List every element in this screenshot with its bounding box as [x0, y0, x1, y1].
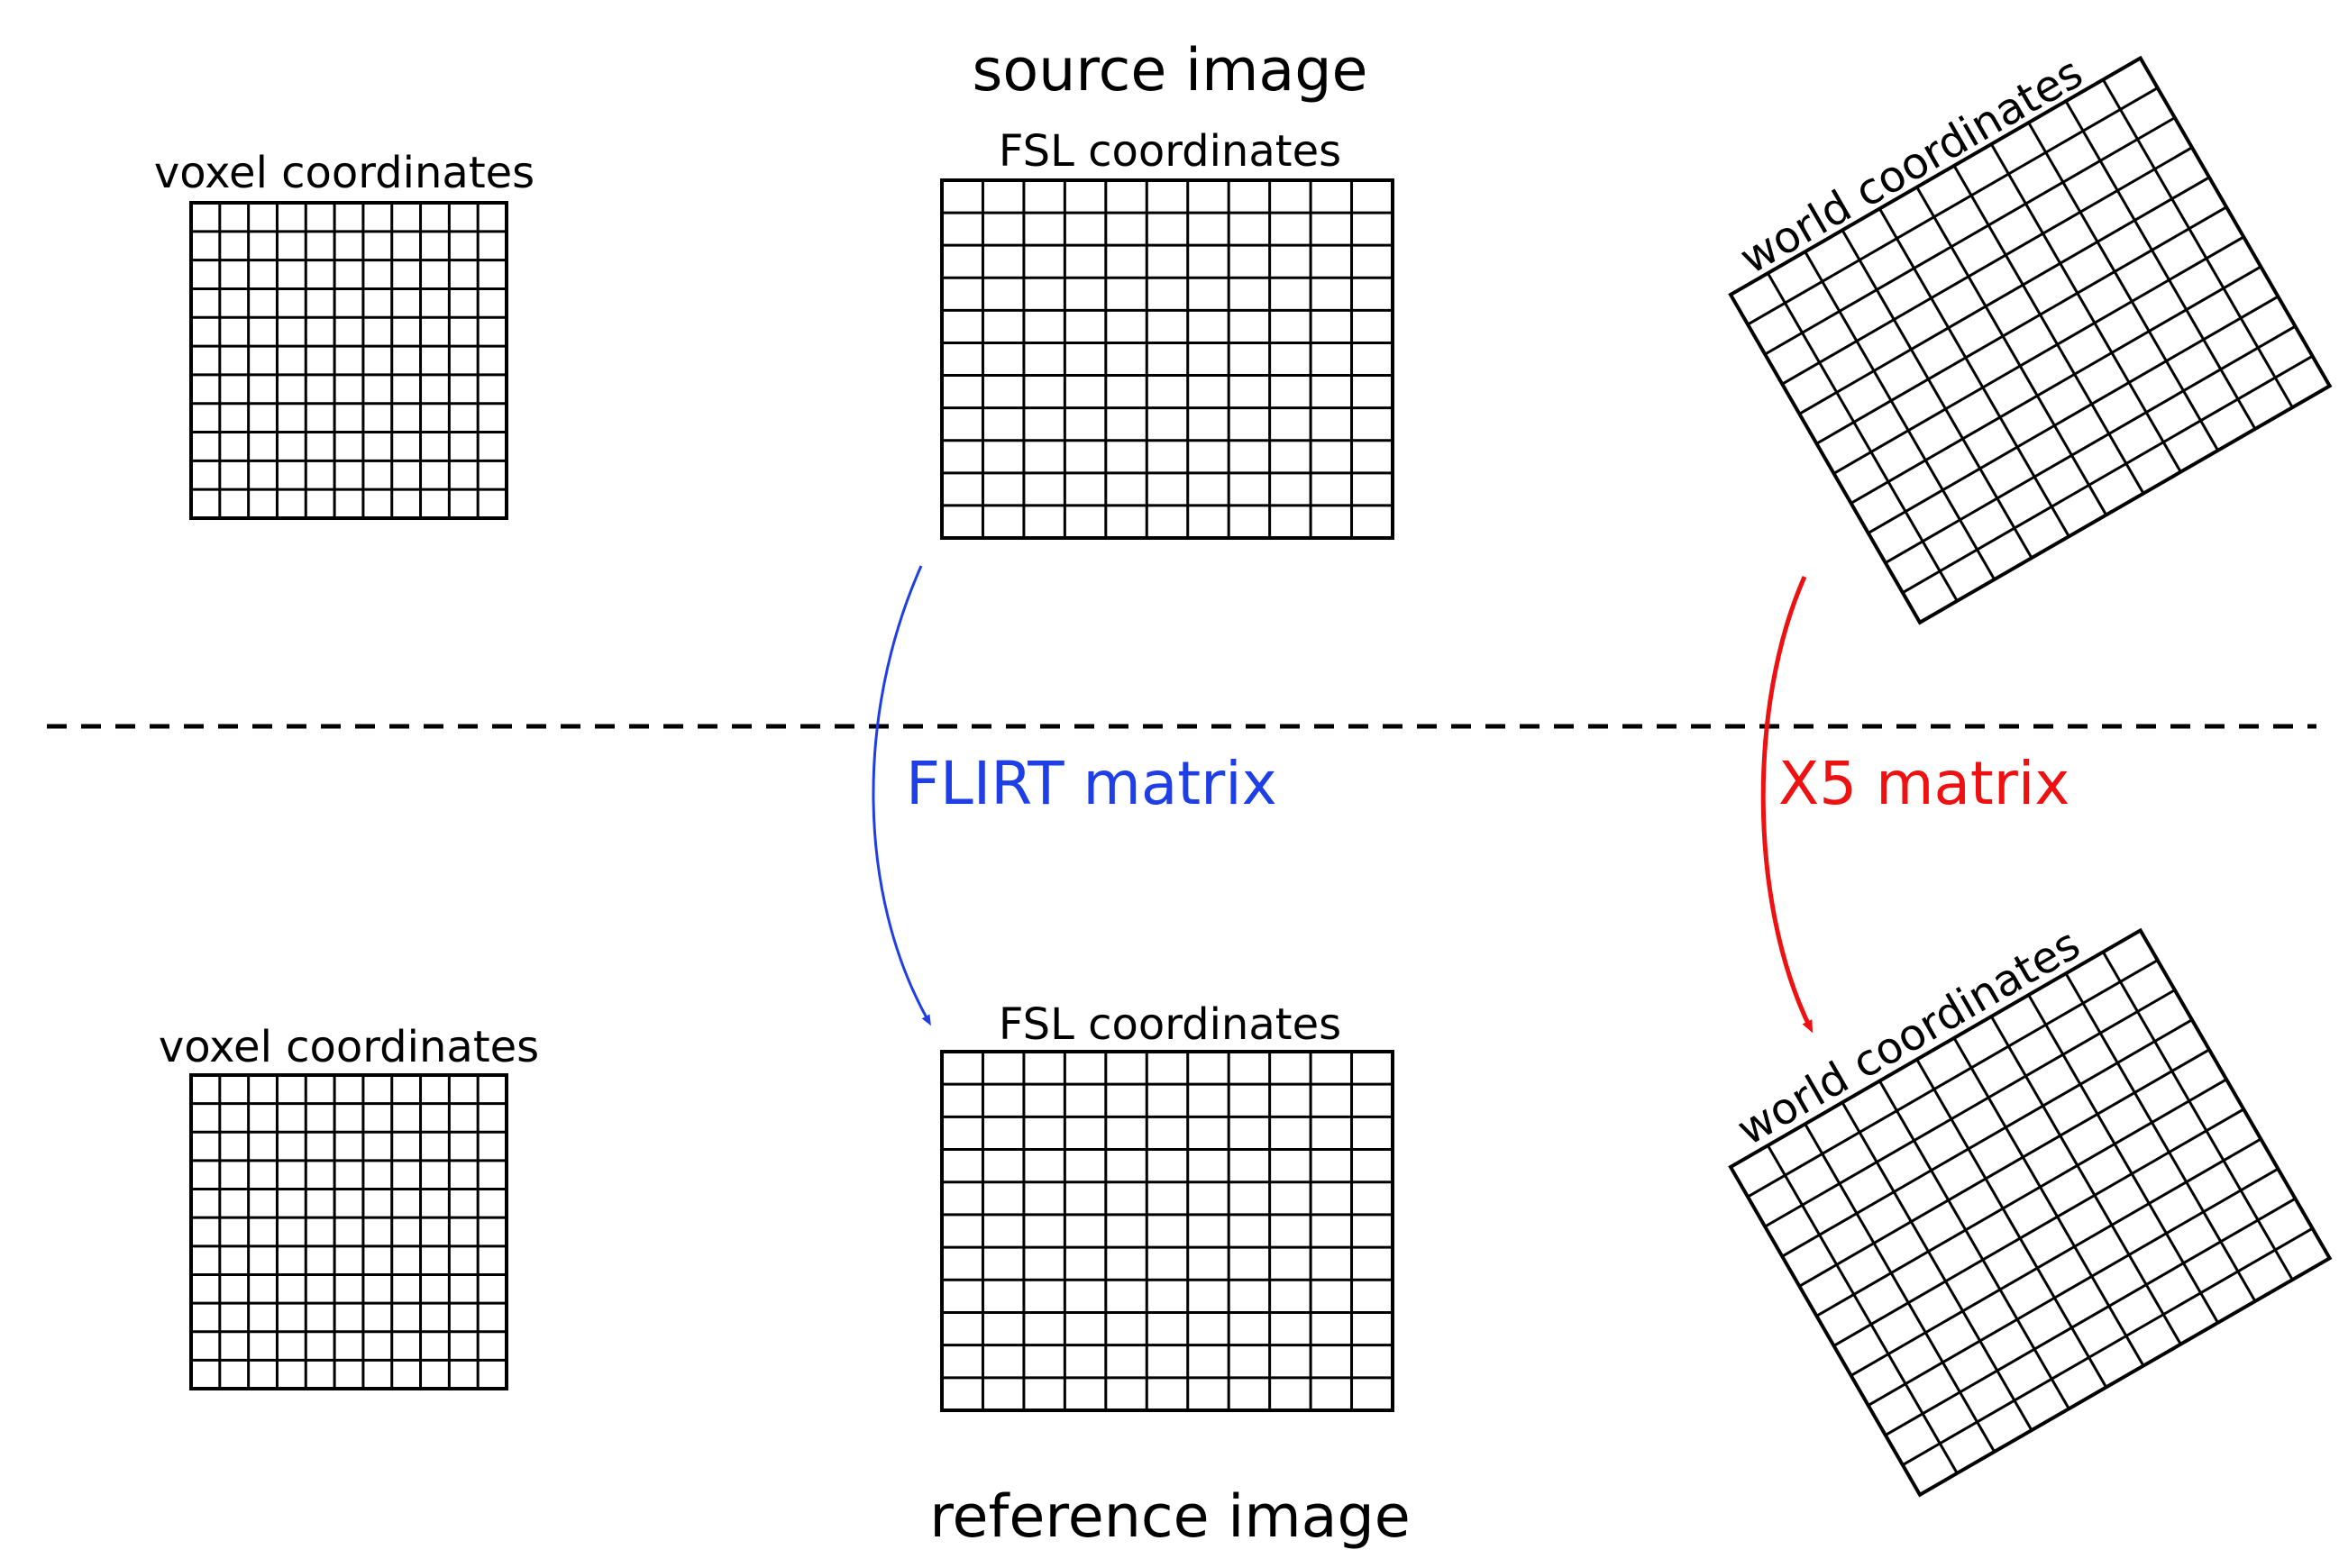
grid-line-vertical — [1990, 143, 2182, 473]
grid-line-vertical — [2102, 78, 2294, 408]
grid-line-horizontal — [1747, 959, 2159, 1199]
grid-line-horizontal — [1798, 176, 2210, 415]
reference-fsl-grid — [940, 1050, 1394, 1412]
source-fsl-label: FSL coordinates — [999, 126, 1341, 177]
grid-line-horizontal — [1850, 265, 2262, 505]
grid-line-vertical — [2102, 951, 2294, 1281]
grid-line-horizontal — [1902, 1226, 2314, 1466]
grid-border — [1728, 927, 2333, 1498]
grid-line-vertical — [1767, 1144, 1959, 1474]
source-voxel-label: voxel coordinates — [154, 148, 534, 198]
reference-world-grid — [1728, 927, 2333, 1498]
grid-line-horizontal — [1885, 1197, 2297, 1436]
grid-line-horizontal — [1747, 87, 2159, 326]
grid-border — [1728, 55, 2333, 625]
grid-line-vertical — [2064, 972, 2257, 1302]
grid-line-horizontal — [1764, 116, 2176, 356]
x5-arrow — [1760, 575, 1814, 1034]
grid-line-horizontal — [1850, 1137, 2262, 1377]
reference-image-title: reference image — [929, 1483, 1411, 1551]
reference-voxel-grid — [189, 1073, 508, 1390]
grid-border — [940, 178, 1394, 540]
grid-line-vertical — [2027, 122, 2219, 451]
grid-line-vertical — [1841, 1101, 2033, 1431]
grid-line-vertical — [1915, 186, 2107, 516]
grid-line-horizontal — [1867, 1167, 2280, 1407]
source-fsl-grid — [940, 178, 1394, 540]
grid-line-vertical — [1952, 1037, 2145, 1367]
grid-line-horizontal — [1867, 295, 2280, 534]
grid-line-vertical — [1841, 229, 2033, 559]
flirt-matrix-label: FLIRT matrix — [906, 749, 1277, 818]
grid-line-horizontal — [1815, 1078, 2227, 1317]
grid-line-horizontal — [1902, 354, 2314, 594]
grid-line-horizontal — [1832, 235, 2244, 475]
source-world-grid — [1728, 55, 2333, 625]
source-voxel-grid — [189, 201, 508, 520]
grid-line-horizontal — [1885, 324, 2297, 564]
grid-line-vertical — [1952, 165, 2145, 495]
reference-voxel-label: voxel coordinates — [159, 1022, 539, 1072]
source-image-title: source image — [973, 37, 1368, 105]
grid-line-horizontal — [1781, 146, 2193, 386]
grid-line-vertical — [2064, 100, 2257, 430]
grid-line-horizontal — [1798, 1048, 2210, 1288]
grid-line-horizontal — [1815, 205, 2227, 445]
grid-line-vertical — [1990, 1016, 2182, 1345]
grid-line-horizontal — [1832, 1108, 2244, 1347]
x5-matrix-label: X5 matrix — [1778, 749, 2069, 818]
grid-line-vertical — [1767, 272, 1959, 602]
grid-line-vertical — [1804, 1123, 1996, 1453]
grid-line-horizontal — [1781, 1018, 2193, 1258]
reference-fsl-label: FSL coordinates — [999, 999, 1341, 1050]
flirt-arrow — [872, 565, 931, 1026]
grid-line-vertical — [1915, 1058, 2107, 1389]
grid-border — [940, 1050, 1394, 1412]
grid-line-vertical — [1878, 207, 2070, 538]
grid-border — [189, 1073, 508, 1390]
grid-line-horizontal — [1764, 989, 2176, 1228]
grid-line-vertical — [1878, 1080, 2070, 1410]
source-world-label: world coordinates — [1731, 48, 2091, 285]
grid-border — [189, 201, 508, 520]
grid-line-vertical — [2027, 994, 2219, 1324]
grid-line-vertical — [1804, 251, 1996, 580]
